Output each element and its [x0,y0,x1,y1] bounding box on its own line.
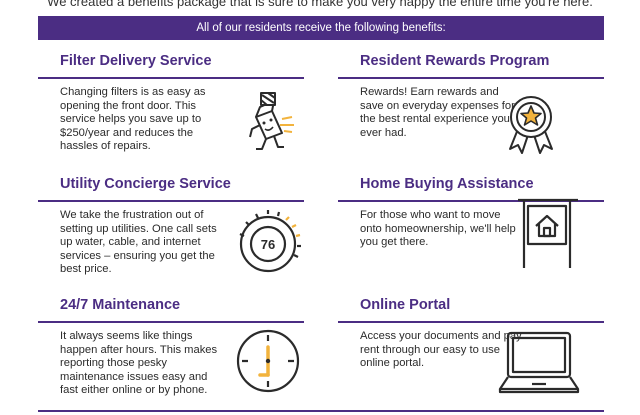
benefit-title: Filter Delivery Service [60,53,212,69]
clock-icon [234,327,302,395]
thermostat-icon: 76 [234,204,306,276]
benefit-title: Online Portal [360,297,451,313]
benefit-description: We take the frustration out of setting u… [60,209,217,276]
benefit-maintenance: 24/7 Maintenance It always seems like th… [38,295,304,396]
thermostat-reading: 76 [261,237,275,252]
award-ribbon-star-icon [498,89,564,159]
benefit-description: Access your documents and pay rent throu… [360,330,522,370]
banner-text: All of our residents receive the followi… [196,22,446,34]
house-sign-icon [514,196,584,270]
benefit-title: Resident Rewards Program [360,53,550,69]
divider [38,200,304,202]
divider [38,321,304,323]
intro-text: We created a benefits package that is su… [47,0,593,9]
benefits-banner: All of our residents receive the followi… [38,16,604,40]
bottom-divider [38,410,604,412]
benefit-description: Changing filters is as easy as opening t… [60,86,206,153]
benefit-title: 24/7 Maintenance [60,297,181,313]
divider [338,321,604,323]
laptop-icon [498,329,582,395]
benefit-title: Home Buying Assistance [360,176,534,192]
benefit-description: For those who want to move onto homeowne… [360,209,516,249]
benefit-description: Rewards! Earn rewards and save on everyd… [360,86,524,139]
benefit-home-buying: Home Buying Assistance For those who wan… [338,174,604,268]
benefit-utility-concierge: Utility Concierge Service We take the fr… [38,174,304,275]
divider [338,200,604,202]
divider [338,77,604,79]
benefit-filter-delivery: Filter Delivery Service Changing filters… [38,51,304,152]
benefit-description: It always seems like things happen after… [60,330,218,397]
benefit-online-portal: Online Portal Access your documents and … [338,295,604,394]
benefit-title: Utility Concierge Service [60,176,231,192]
divider [38,77,304,79]
benefit-resident-rewards: Resident Rewards Program Rewards! Earn r… [338,51,604,154]
filter-delivery-box-icon [234,89,302,157]
